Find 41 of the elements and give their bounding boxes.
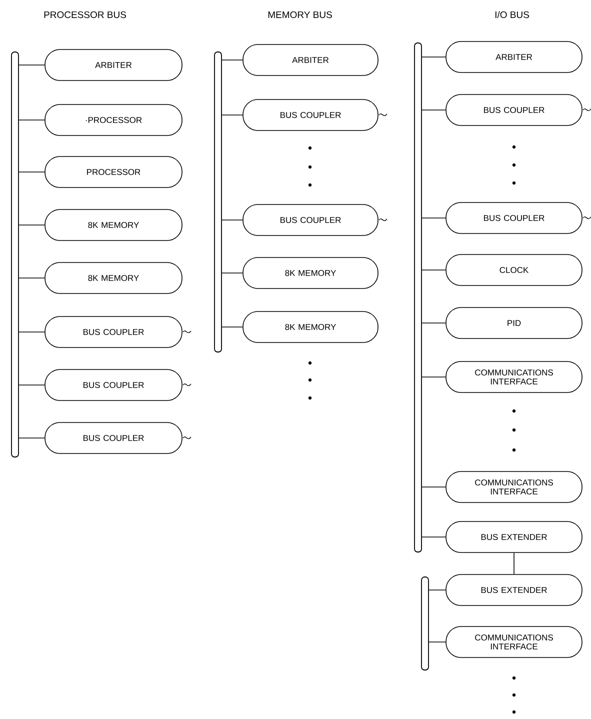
module-box: ·PROCESSOR	[44, 104, 182, 136]
connector-line	[18, 224, 45, 226]
module-box: COMMUNICATIONS INTERFACE	[446, 626, 582, 658]
bus-title: MEMORY BUS	[268, 11, 332, 18]
module-box: BUS COUPLER	[446, 94, 582, 126]
module-box: ARBITER	[242, 44, 378, 76]
bus-bar	[421, 576, 429, 670]
connector-line	[422, 322, 446, 324]
connector-line	[18, 384, 45, 386]
module-box: COMMUNICATIONS INTERFACE	[446, 361, 582, 393]
module-box: BUS COUPLER	[242, 204, 378, 236]
connector-line	[422, 536, 446, 538]
bus-bar	[414, 42, 422, 552]
module-box: BUS COUPLER	[242, 99, 378, 131]
module-box: BUS COUPLER	[44, 422, 182, 454]
module-box: BUS COUPLER	[44, 369, 182, 401]
module-box: PROCESSOR	[44, 156, 182, 188]
module-box: 8K MEMORY	[242, 257, 378, 289]
module-box: 8K MEMORY	[44, 262, 182, 294]
connector-line	[422, 376, 446, 378]
module-box: PID	[446, 307, 582, 339]
module-box: BUS COUPLER	[44, 316, 182, 348]
module-box: ARBITER	[44, 49, 182, 81]
bus-bar	[214, 52, 222, 352]
connector-line	[222, 272, 243, 274]
bus-title: I/O BUS	[495, 11, 529, 18]
module-box: COMMUNICATIONS INTERFACE	[446, 471, 582, 503]
connector-line	[222, 114, 243, 116]
module-box: 8K MEMORY	[242, 311, 378, 343]
connector-line	[422, 486, 446, 488]
module-box: BUS COUPLER	[446, 202, 582, 234]
bus-title: PROCESSOR BUS	[44, 11, 126, 18]
module-box: 8K MEMORY	[44, 209, 182, 241]
module-box: CLOCK	[446, 254, 582, 286]
bus-bar	[11, 52, 19, 458]
connector-line	[222, 326, 243, 328]
connector-line	[422, 56, 446, 58]
connector-line	[18, 64, 45, 66]
module-box: BUS EXTENDER	[446, 521, 582, 553]
module-box: BUS EXTENDER	[446, 574, 582, 606]
module-box: ARBITER	[446, 41, 582, 73]
